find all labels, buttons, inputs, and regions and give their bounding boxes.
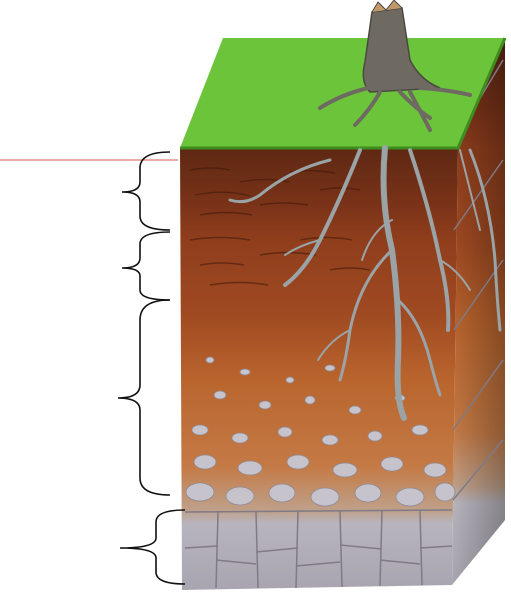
bracket-topsoil: [122, 152, 170, 230]
bracket-subsoil: [118, 300, 170, 495]
bracket-upper-subsoil: [122, 232, 170, 300]
bracket-bedrock: [120, 510, 185, 584]
layer-brackets: [118, 152, 185, 584]
front-face: [180, 148, 458, 590]
